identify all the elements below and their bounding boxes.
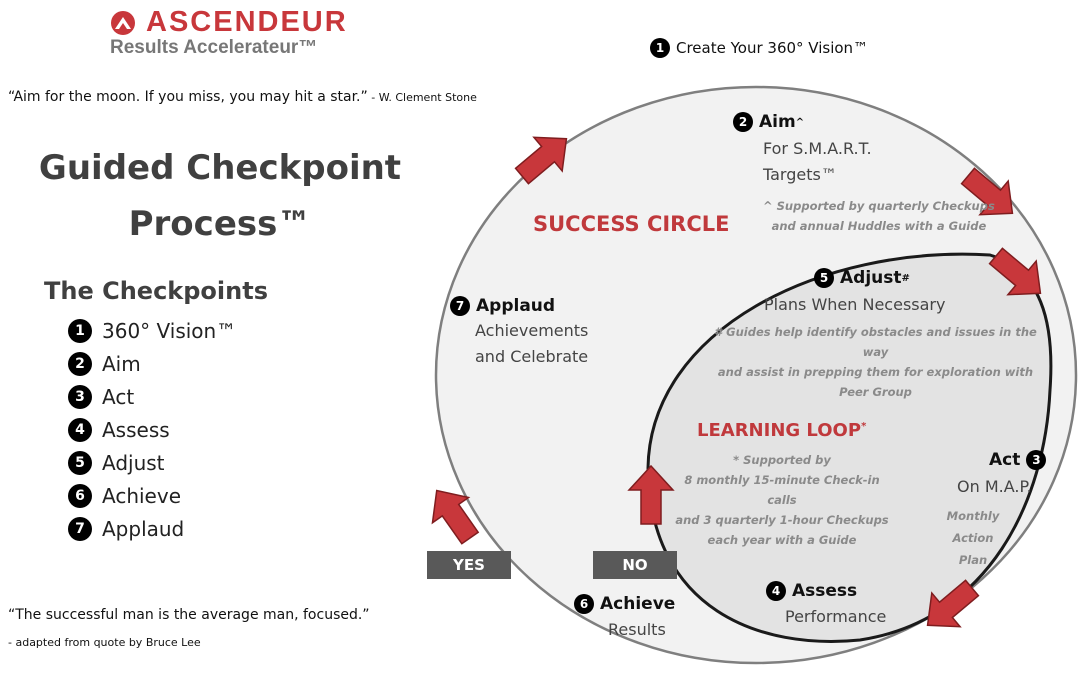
- learning-loop-text: LEARNING LOOP: [697, 420, 862, 441]
- adjust-note-line2: and assist in prepping them for explorat…: [717, 365, 1034, 399]
- applaud-sub-line1: Achievements: [475, 321, 589, 340]
- loop-note-line: 8 monthly 15-minute Check-in calls: [684, 473, 880, 507]
- adjust-step-title: 5 Adjust#: [814, 268, 910, 288]
- success-circle-label: SUCCESS CIRCLE: [533, 212, 730, 236]
- yes-label: YES: [427, 551, 511, 579]
- aim-step-title: 2 Aim^: [733, 112, 804, 132]
- checkpoint-label: Adjust: [102, 450, 165, 475]
- assess-title: Assess: [792, 581, 858, 601]
- arrow-no-up: [627, 464, 675, 525]
- arrow-yes-up: [431, 489, 480, 545]
- vision-label: Create Your 360° Vision™: [676, 39, 869, 57]
- checkpoint-label: 360° Vision™: [102, 318, 237, 343]
- step-number-badge: 5: [68, 450, 92, 475]
- page-title-line1: Guided Checkpoint: [38, 148, 402, 188]
- step-number-badge: 6: [574, 594, 594, 614]
- aim-subtitle: For S.M.A.R.T. Targets™: [763, 136, 872, 188]
- brand-name: ASCENDEUR: [146, 6, 348, 38]
- aim-mark: ^: [795, 116, 805, 128]
- applaud-subtitle: Achievements and Celebrate: [475, 318, 588, 370]
- adjust-title: Adjust: [840, 268, 902, 288]
- step-number-badge: 1: [68, 318, 92, 343]
- arrow-to-aim: [514, 136, 568, 185]
- ascendeur-logo-icon: [111, 10, 135, 35]
- arrow-to-assess: [926, 579, 980, 628]
- act-title: Act: [989, 450, 1021, 470]
- checkpoint-label: Aim: [102, 351, 141, 376]
- loop-note-line: * Supported by: [733, 453, 831, 467]
- aim-sub-line2: Targets™: [763, 165, 837, 184]
- aim-note: ^ Supported by quarterly Checkups and an…: [763, 196, 995, 236]
- adjust-note: # Guides help identify obstacles and iss…: [703, 322, 1048, 402]
- step-number-badge: 4: [766, 581, 786, 601]
- top-quote-author: - W. Clement Stone: [367, 91, 477, 104]
- aim-note-line1: ^ Supported by quarterly Checkups: [763, 199, 995, 213]
- checkpoint-label: Act: [102, 384, 135, 409]
- learning-loop-shape: [646, 252, 1053, 643]
- arrow-loop-right: [988, 247, 1042, 296]
- page-title: Guided Checkpoint Process™: [30, 140, 410, 252]
- act-subtitle: On M.A.P.: [957, 477, 1032, 496]
- checkpoint-label: Assess: [102, 417, 170, 442]
- act-note-line2: Action Plan: [952, 531, 994, 567]
- aim-sub-line1: For S.M.A.R.T.: [763, 139, 872, 158]
- step-number-badge: 3: [1026, 450, 1047, 470]
- step-number-badge: 4: [68, 417, 92, 442]
- step-number-badge: 1: [650, 38, 670, 58]
- aim-title: Aim: [759, 112, 796, 132]
- bottom-quote-author: - adapted from quote by Bruce Lee: [8, 636, 201, 649]
- brand-block: ASCENDEUR Results Accelerateur™: [110, 6, 348, 59]
- bottom-quote-text: “The successful man is the average man, …: [8, 607, 370, 623]
- arrow-aim-right: [960, 167, 1014, 216]
- step-number-badge: 5: [814, 268, 834, 288]
- applaud-sub-line2: and Celebrate: [475, 347, 589, 366]
- vision-step: 1 Create Your 360° Vision™: [650, 38, 868, 58]
- page-title-line2: Process™: [128, 204, 312, 244]
- checkpoint-label: Applaud: [102, 516, 185, 541]
- applaud-step-title: 7 Applaud: [450, 296, 555, 316]
- applaud-title: Applaud: [476, 296, 556, 316]
- checkpoints-heading: The Checkpoints: [44, 277, 268, 305]
- top-quote: “Aim for the moon. If you miss, you may …: [8, 89, 477, 105]
- step-number-badge: 7: [450, 296, 470, 316]
- top-quote-text: “Aim for the moon. If you miss, you may …: [8, 89, 368, 105]
- learning-loop-note: * Supported by 8 monthly 15-minute Check…: [672, 450, 892, 550]
- step-number-badge: 2: [68, 351, 92, 376]
- loop-note-line: each year with a Guide: [707, 533, 857, 547]
- step-number-badge: 2: [733, 112, 753, 132]
- step-number-badge: 3: [68, 384, 92, 409]
- act-note: Monthly Action Plan: [940, 505, 1006, 571]
- no-label: NO: [593, 551, 677, 579]
- learning-loop-label: LEARNING LOOP*: [697, 420, 866, 441]
- assess-step-title: 4 Assess: [766, 581, 857, 601]
- list-item: 5 Adjust: [68, 446, 236, 479]
- list-item: 7 Applaud: [68, 512, 236, 545]
- step-number-badge: 7: [68, 516, 92, 541]
- checkpoint-label: Achieve: [102, 483, 182, 508]
- brand-tagline: Results Accelerateur™: [110, 37, 318, 58]
- learning-loop-mark: *: [861, 421, 867, 432]
- list-item: 4 Assess: [68, 413, 236, 446]
- adjust-note-line1: # Guides help identify obstacles and iss…: [714, 325, 1037, 359]
- aim-note-line2: and annual Huddles with a Guide: [771, 219, 987, 233]
- list-item: 1 360° Vision™: [68, 314, 236, 347]
- step-number-badge: 6: [68, 483, 92, 508]
- assess-subtitle: Performance: [785, 607, 887, 626]
- achieve-step-title: 6 Achieve: [574, 594, 675, 614]
- achieve-subtitle: Results: [608, 620, 666, 639]
- list-item: 6 Achieve: [68, 479, 236, 512]
- act-step-title: Act 3: [989, 450, 1052, 470]
- loop-note-line: and 3 quarterly 1-hour Checkups: [675, 513, 889, 527]
- list-item: 3 Act: [68, 380, 236, 413]
- adjust-subtitle: Plans When Necessary: [764, 295, 946, 314]
- adjust-mark: #: [901, 272, 910, 284]
- list-item: 2 Aim: [68, 347, 236, 380]
- act-note-line1: Monthly: [946, 509, 1000, 523]
- achieve-title: Achieve: [600, 594, 676, 614]
